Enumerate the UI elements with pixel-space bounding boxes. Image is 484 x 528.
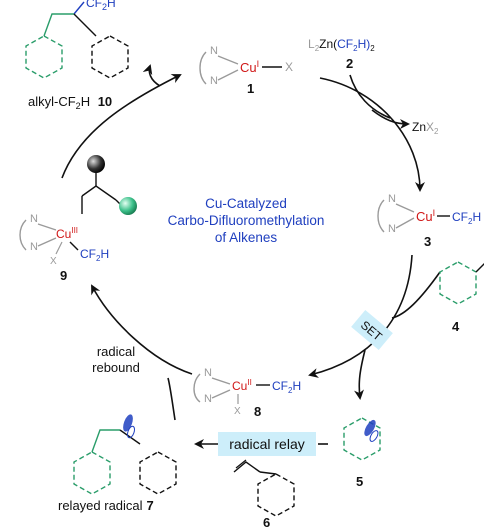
product-cf2h-label: CF2H: [86, 0, 116, 12]
svg-text:rebound: rebound: [92, 360, 140, 375]
center-title: Cu-Catalyzed Carbo-Difluoromethylation o…: [168, 196, 325, 245]
arrow-to-product-10: [142, 64, 161, 87]
svg-text:N: N: [210, 45, 218, 57]
product-label: alkyl-CF2H 10: [28, 94, 112, 111]
radical-5: 5: [343, 417, 381, 489]
relay-box: [218, 432, 316, 456]
complex-9: N N CuIII X CF2H 9: [19, 155, 137, 283]
reagent-formula: L2Zn(CF2H)2: [308, 37, 375, 53]
relay-label: radical relay: [229, 436, 304, 452]
relay-group: radical relay: [194, 432, 328, 456]
svg-text:8: 8: [254, 404, 261, 419]
complex-3: N N CuI CF2H 3: [377, 193, 481, 249]
svg-text:9: 9: [60, 268, 67, 283]
svg-text:N: N: [30, 213, 38, 225]
svg-text:CuII: CuII: [232, 378, 252, 393]
svg-text:4: 4: [452, 319, 460, 334]
svg-text:CuI: CuI: [416, 208, 435, 224]
svg-text:1: 1: [247, 81, 254, 96]
complex-8: N N CuII CF2H X 8: [193, 367, 301, 419]
svg-text:CF2H: CF2H: [80, 247, 109, 263]
svg-text:N: N: [210, 75, 218, 87]
product-10: CF2H alkyl-CF2H 10: [25, 0, 129, 111]
title-line-2: Carbo-Difluoromethylation: [168, 213, 325, 228]
arrow-alkene-4-in: [391, 271, 441, 319]
byproduct-znx2: ZnX2: [412, 120, 439, 136]
title-line-3: of Alkenes: [215, 230, 278, 245]
svg-text:CF2H: CF2H: [452, 210, 481, 226]
green-ring: [25, 35, 63, 79]
svg-text:6: 6: [263, 515, 270, 528]
title-line-1: Cu-Catalyzed: [205, 196, 287, 211]
cu1-metal: CuI: [240, 59, 259, 75]
arrow-3-to-8: [308, 254, 413, 378]
svg-text:N: N: [388, 193, 396, 205]
svg-text:radical: radical: [97, 344, 135, 359]
svg-text:X: X: [234, 406, 241, 417]
arrow-reagent-2-in: [349, 74, 391, 119]
arrow-znx2-out: [371, 109, 410, 129]
reagent-2: L2Zn(CF2H)2 2: [308, 37, 375, 71]
arrow-7-rebound: [167, 377, 176, 421]
svg-text:CuIII: CuIII: [56, 226, 78, 241]
alkene-4: 4: [439, 261, 484, 334]
svg-text:5: 5: [356, 474, 363, 489]
black-ball-icon: [87, 155, 105, 173]
svg-text:CF2H: CF2H: [272, 379, 301, 395]
arrow-8-to-9: [91, 284, 193, 375]
set-badge: SET: [351, 310, 393, 350]
p-orbital-icon: [123, 414, 133, 432]
svg-text:3: 3: [424, 234, 431, 249]
arrow-1-to-3: [319, 77, 425, 192]
green-ball-icon: [119, 197, 137, 215]
svg-text:ZnX2: ZnX2: [412, 120, 439, 136]
svg-text:N: N: [30, 241, 38, 253]
svg-text:N: N: [204, 367, 212, 379]
svg-text:X: X: [285, 60, 293, 74]
rebound-label: radical rebound: [92, 344, 140, 375]
complex-1: N N CuI X 1: [199, 45, 293, 96]
p-orbital-icon: [364, 419, 376, 437]
svg-text:2: 2: [346, 56, 353, 71]
arrow-9-to-10: [61, 74, 182, 179]
svg-text:N: N: [204, 393, 212, 405]
black-ring: [91, 35, 129, 79]
svg-text:X: X: [50, 256, 57, 267]
arrow-set-to-5: [354, 349, 366, 400]
styrene-6: 6: [233, 459, 295, 528]
svg-text:N: N: [388, 223, 396, 235]
